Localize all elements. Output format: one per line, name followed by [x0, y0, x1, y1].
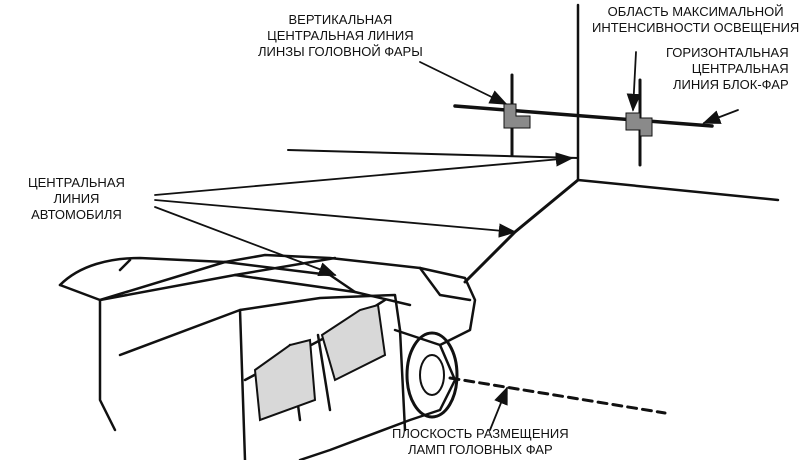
label-lamp-plane: ПЛОСКОСТЬ РАЗМЕЩЕНИЯ ЛАМП ГОЛОВНЫХ ФАР: [392, 426, 569, 458]
vehicle-centerline: [463, 178, 580, 284]
pointer-arrow: [419, 61, 508, 105]
label-line: ВЕРТИКАЛЬНАЯ: [288, 12, 393, 27]
label-vehicle-centerline: ЦЕНТРАЛЬНАЯ ЛИНИЯ АВТОМОБИЛЯ: [28, 175, 125, 223]
pointer-line: [154, 152, 574, 196]
label-line: ИНТЕНСИВНОСТИ ОСВЕЩЕНИЯ: [592, 20, 800, 35]
label-headlight-horizontal-centerline: ГОРИЗОНТАЛЬНАЯ ЦЕНТРАЛЬНАЯ ЛИНИЯ БЛОК-ФА…: [666, 45, 789, 93]
label-line: ЛИНИЯ: [53, 191, 100, 206]
car-rear-wheel-hub: [419, 354, 445, 396]
label-line: ЛАМП ГОЛОВНЫХ ФАР: [407, 442, 553, 457]
label-line: ЦЕНТРАЛЬНАЯ: [28, 175, 125, 190]
car-window: [253, 338, 317, 422]
pointer-arrow: [626, 51, 642, 112]
label-max-intensity-area: ОБЛАСТЬ МАКСИМАЛЬНОЙ ИНТЕНСИВНОСТИ ОСВЕЩ…: [592, 4, 799, 36]
label-line: ГОРИЗОНТАЛЬНАЯ: [666, 45, 789, 60]
car-rear-wheel: [405, 331, 459, 419]
label-line: ОБЛАСТЬ МАКСИМАЛЬНОЙ: [607, 4, 784, 19]
floor-wall-edge: [576, 178, 780, 202]
car-window: [320, 303, 387, 382]
floor-wall-edge-left: [287, 149, 579, 159]
label-line: АВТОМОБИЛЯ: [31, 207, 122, 222]
headlight-horizontal-line: [453, 104, 714, 128]
pointer-arrow: [702, 109, 739, 124]
pointer-arrow: [489, 386, 508, 431]
label-line: ЦЕНТРАЛЬНАЯ ЛИНИЯ: [267, 28, 414, 43]
label-line: ЛИНИЯ БЛОК-ФАР: [673, 77, 789, 92]
right-max-intensity-marker: [625, 112, 653, 137]
label-line: ЛИНЗЫ ГОЛОВНОЙ ФАРЫ: [258, 44, 423, 59]
left-max-intensity-marker: [503, 103, 531, 129]
pointer-line: [154, 199, 517, 238]
label-line: ПЛОСКОСТЬ РАЗМЕЩЕНИЯ: [392, 426, 569, 441]
lamp-plane-dashed-line: [448, 376, 667, 415]
label-line: ЦЕНТРАЛЬНАЯ: [691, 61, 789, 76]
label-headlight-vertical-centerline: ВЕРТИКАЛЬНАЯ ЦЕНТРАЛЬНАЯ ЛИНИЯ ЛИНЗЫ ГОЛ…: [258, 12, 423, 60]
